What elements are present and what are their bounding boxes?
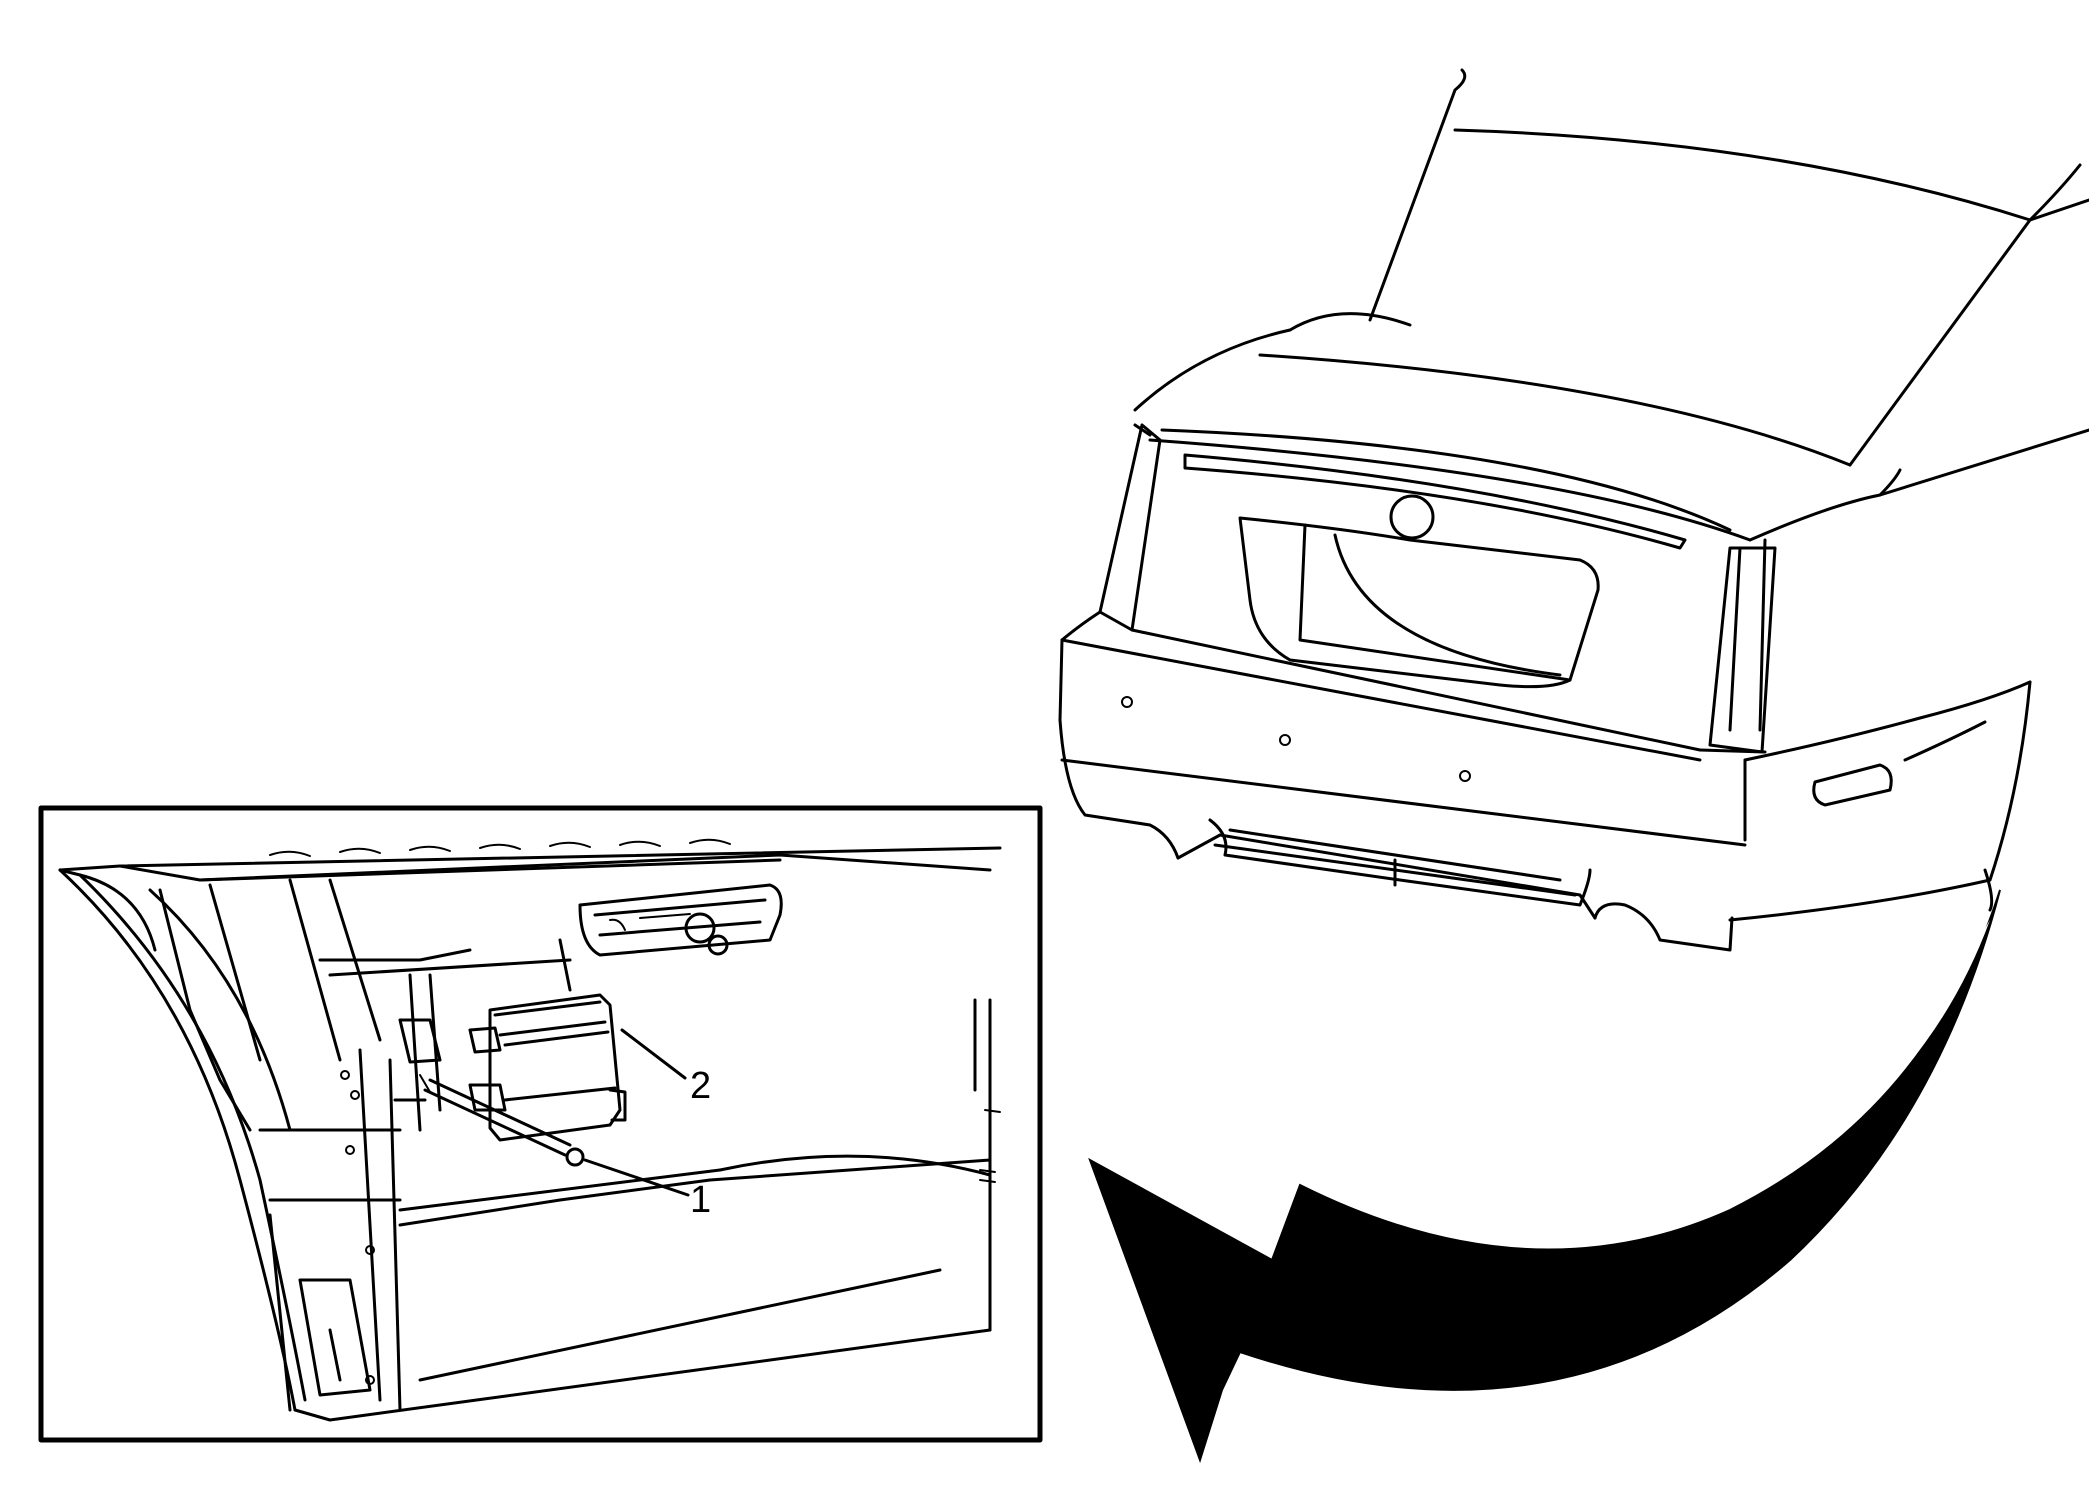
control-module-body <box>468 993 627 1142</box>
curved-arrow-icon <box>1088 889 2001 1464</box>
callout-label-1: 1 <box>690 1179 711 1221</box>
fastener-screw <box>419 1074 585 1167</box>
vehicle-rear-view <box>1058 68 2089 952</box>
callout-leader-1 <box>583 1158 690 1197</box>
callout-label-2: 2 <box>690 1065 711 1107</box>
callout-leader-2 <box>620 1028 687 1080</box>
clip-slots <box>269 838 731 857</box>
detail-inset: 1 2 <box>38 805 1043 1443</box>
